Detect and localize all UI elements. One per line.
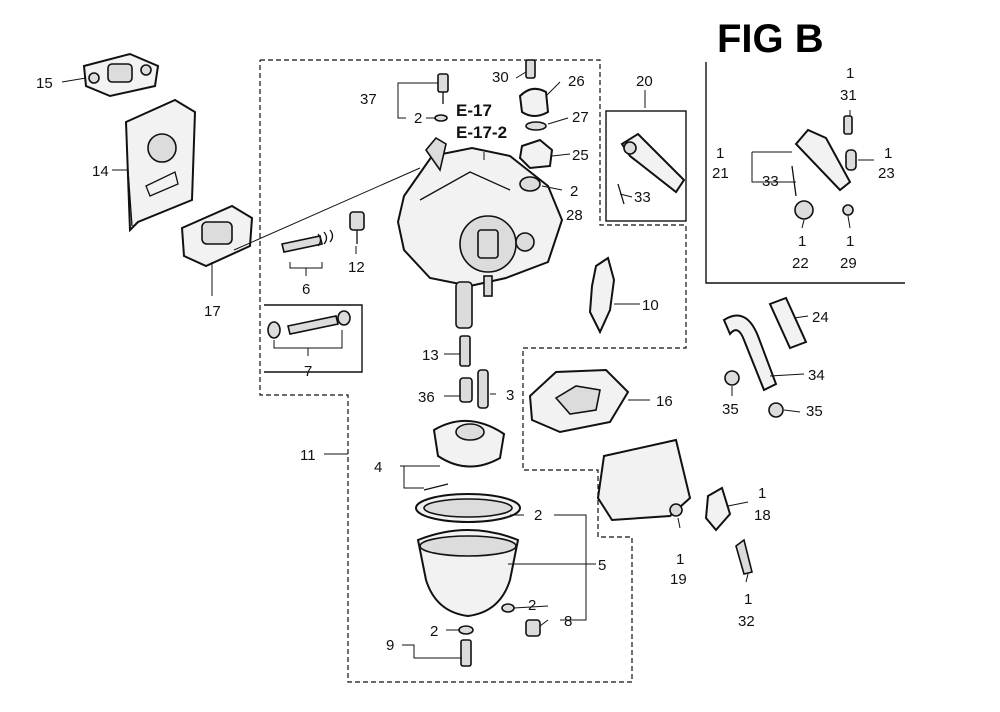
insulator-14-part xyxy=(124,98,197,233)
screw-12-part xyxy=(349,211,365,244)
callout-18-qty: 1 xyxy=(758,485,766,502)
gasket-16-part xyxy=(528,368,630,434)
callout-13: 13 xyxy=(422,347,439,364)
callout-16: 16 xyxy=(656,393,673,410)
callout-23-qty: 1 xyxy=(884,145,892,162)
bolt-32-part xyxy=(735,538,753,575)
callout-8: 8 xyxy=(564,613,572,630)
spring-27-part xyxy=(525,121,547,131)
callout-15: 15 xyxy=(36,75,53,92)
callout-9: 9 xyxy=(386,637,394,654)
callout-19: 19 xyxy=(670,571,687,588)
subassembly-box-20 xyxy=(605,110,687,222)
callout-21-qty: 1 xyxy=(716,145,724,162)
reference-e17-2: E-17-2 xyxy=(456,123,507,142)
callout-14: 14 xyxy=(92,163,109,180)
subassembly-box-7 xyxy=(264,304,363,373)
callout-22: 22 xyxy=(792,255,809,272)
callout-5: 5 xyxy=(598,557,606,574)
washer-29-part xyxy=(842,204,854,216)
cap-26-part xyxy=(518,87,550,117)
callout-21: 21 xyxy=(712,165,729,182)
gasket-17-part xyxy=(180,167,421,268)
callout-4: 4 xyxy=(374,459,382,476)
clip-22-part xyxy=(794,200,814,220)
callout-37-qty: 2 xyxy=(414,110,422,127)
jet-36-part xyxy=(459,377,473,403)
inset-box-right xyxy=(705,62,905,284)
screw-37-part xyxy=(434,73,449,122)
callout-37: 37 xyxy=(360,91,377,108)
callout-29: 29 xyxy=(840,255,857,272)
choke-lever-20-part xyxy=(617,132,686,205)
washer-28-part xyxy=(519,176,541,192)
callout-12: 12 xyxy=(348,259,365,276)
callout-33b: 33 xyxy=(762,173,779,190)
callout-8-qty: 2 xyxy=(528,597,536,614)
callout-5-qty: 2 xyxy=(534,507,542,524)
callout-35b: 35 xyxy=(806,403,823,420)
callout-9-qty: 2 xyxy=(430,623,438,640)
callout-29-qty: 1 xyxy=(846,233,854,250)
callout-31-qty: 1 xyxy=(846,65,854,82)
solenoid-25-part xyxy=(518,138,554,170)
callout-34: 34 xyxy=(808,367,825,384)
callout-17: 17 xyxy=(204,303,221,320)
gasket-2-part xyxy=(415,493,521,523)
needle-3-part xyxy=(477,369,489,409)
callout-3: 3 xyxy=(506,387,514,404)
gasket-10-part xyxy=(588,256,616,335)
bracket-19-part xyxy=(596,438,692,522)
bolt-9-part xyxy=(458,625,474,667)
callout-10: 10 xyxy=(642,297,659,314)
hose-34-part xyxy=(722,314,778,392)
callouts: 15 14 17 37 2 6 12 7 30 26 27 25 2 28 20… xyxy=(36,65,895,654)
nozzle-13-part xyxy=(459,335,471,367)
gasket-15-part xyxy=(82,52,160,98)
drain-screw-8-part xyxy=(501,603,541,637)
callout-32-qty: 1 xyxy=(744,591,752,608)
callout-22-qty: 1 xyxy=(798,233,806,250)
callout-18: 18 xyxy=(754,507,771,524)
pilot-screw-7-part xyxy=(267,310,351,339)
callout-33: 33 xyxy=(634,189,651,206)
callout-20: 20 xyxy=(636,73,653,90)
callout-19-qty: 1 xyxy=(676,551,684,568)
lever-18-part xyxy=(704,486,732,532)
figure-title: FIG B xyxy=(717,17,824,61)
callout-24: 24 xyxy=(812,309,829,326)
assembly-outline-main xyxy=(259,59,687,683)
callout-28-qty: 2 xyxy=(570,183,578,200)
callout-23: 23 xyxy=(878,165,895,182)
callout-30: 30 xyxy=(492,69,509,86)
callout-28: 28 xyxy=(566,207,583,224)
callout-25: 25 xyxy=(572,147,589,164)
callout-26: 26 xyxy=(568,73,585,90)
callout-32: 32 xyxy=(738,613,755,630)
reference-e17: E-17 xyxy=(456,101,492,120)
spring-33b-part xyxy=(791,165,797,197)
float-4-part xyxy=(423,419,506,491)
callout-31: 31 xyxy=(840,87,857,104)
spring-23-part xyxy=(845,149,857,171)
choke-lever-21-part xyxy=(794,115,853,192)
callout-6: 6 xyxy=(302,281,310,298)
callout-36: 36 xyxy=(418,389,435,406)
float-bowl-5-part xyxy=(416,529,520,618)
callout-7: 7 xyxy=(304,363,312,380)
callout-11: 11 xyxy=(300,447,316,464)
clip-35-part xyxy=(724,370,784,418)
callout-35a: 35 xyxy=(722,401,739,418)
hose-24-part xyxy=(768,296,808,350)
leader-lines xyxy=(61,71,874,659)
callout-27: 27 xyxy=(572,109,589,126)
screw-30-part xyxy=(525,59,536,79)
screw-6-part xyxy=(281,229,334,253)
